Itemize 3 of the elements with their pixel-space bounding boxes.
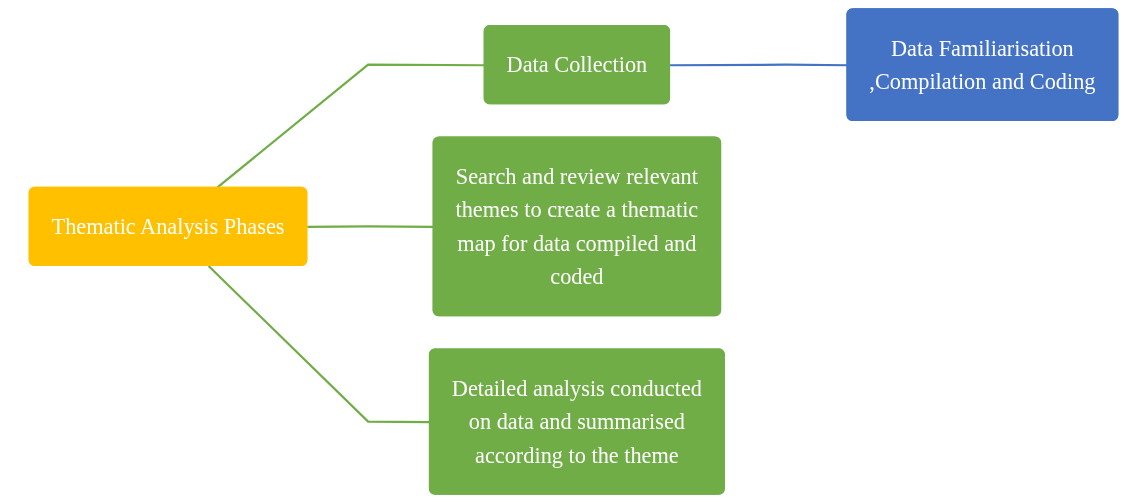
connector — [216, 63, 485, 189]
connector — [670, 63, 848, 67]
connector — [307, 225, 434, 229]
